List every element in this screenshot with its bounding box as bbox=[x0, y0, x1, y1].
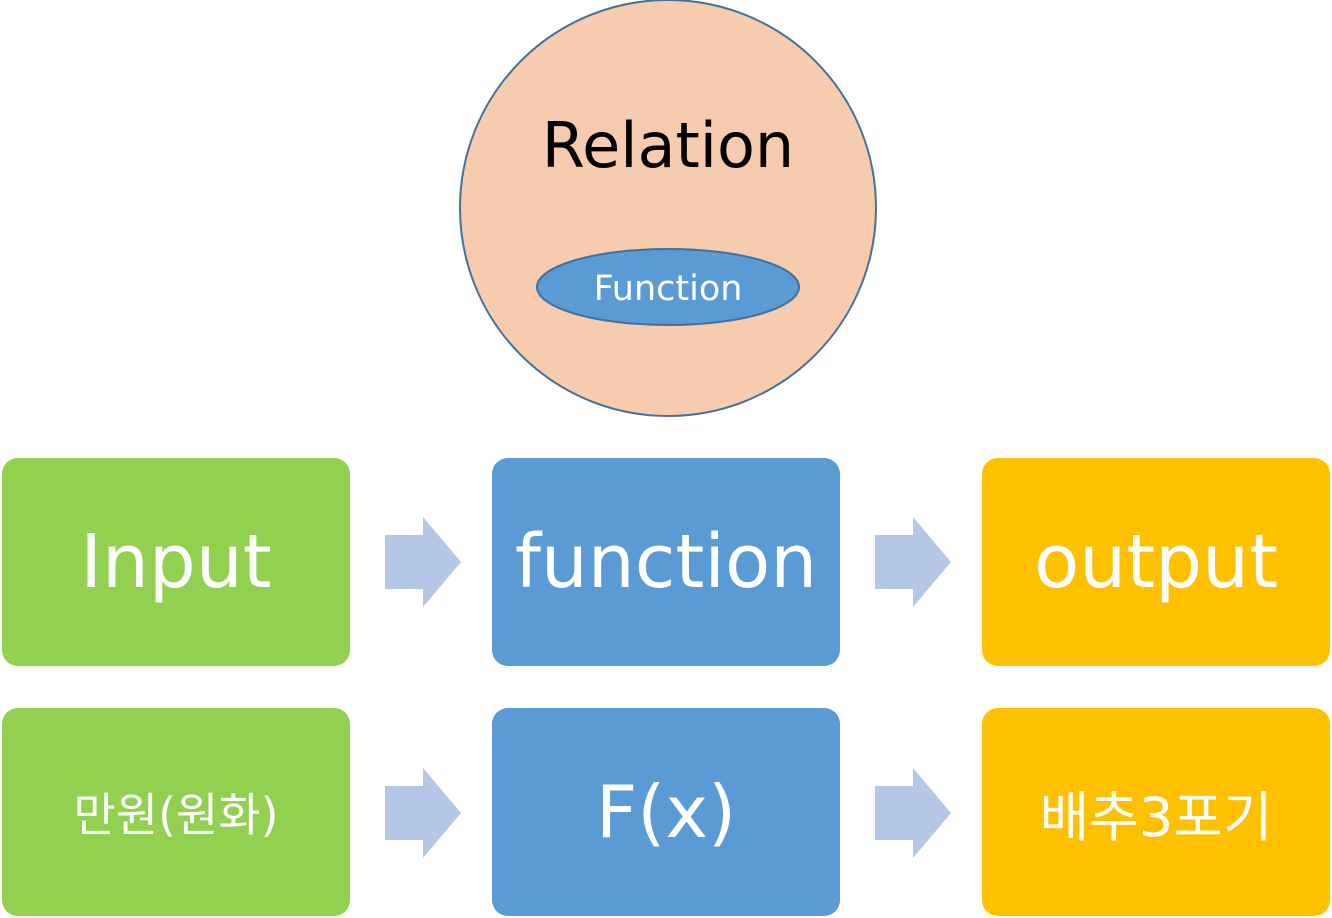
output-box: output bbox=[982, 458, 1330, 666]
function-example-box: F(x) bbox=[492, 708, 840, 916]
function-ellipse bbox=[536, 248, 800, 326]
arrow-right-icon bbox=[875, 517, 951, 607]
arrow-right-icon bbox=[385, 768, 461, 858]
relation-function-venn: Relation Function bbox=[459, 0, 877, 417]
output-example-label: 배추3포기 bbox=[1039, 785, 1273, 849]
function-ellipse-label: Function bbox=[594, 269, 743, 309]
arrow-right-icon bbox=[385, 517, 461, 607]
function-box: function bbox=[492, 458, 840, 666]
output-example-box: 배추3포기 bbox=[982, 708, 1330, 916]
input-label: Input bbox=[80, 519, 272, 605]
arrow-right-icon bbox=[875, 768, 951, 858]
input-box: Input bbox=[2, 458, 350, 666]
relation-circle bbox=[459, 0, 877, 417]
relation-label: Relation bbox=[542, 109, 794, 182]
input-example-label: 만원(원화) bbox=[73, 788, 279, 842]
input-example-box: 만원(원화) bbox=[2, 708, 350, 916]
function-example-label: F(x) bbox=[595, 770, 737, 854]
output-label: output bbox=[1033, 519, 1279, 605]
function-label: function bbox=[514, 519, 818, 605]
